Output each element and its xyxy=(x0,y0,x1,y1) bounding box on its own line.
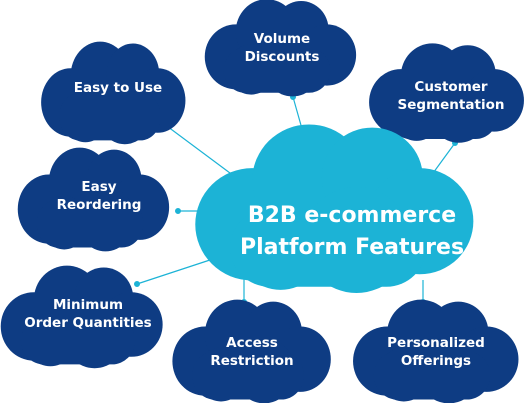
cloud-access-restriction xyxy=(172,299,331,403)
connector-minimum-order xyxy=(136,257,217,285)
cloud-volume-discounts xyxy=(204,0,357,97)
connector-dot-easy-reordering xyxy=(175,208,182,215)
cloud-personalized-offerings xyxy=(353,299,519,403)
cloud-customer-segmentation xyxy=(369,43,524,143)
cloud-easy-reordering xyxy=(17,147,170,252)
cloud-easy-to-use xyxy=(41,41,186,145)
connector-dot-minimum-order xyxy=(134,281,141,288)
cloud-minimum-order-quantities xyxy=(0,265,163,369)
cloud-center xyxy=(195,124,474,293)
